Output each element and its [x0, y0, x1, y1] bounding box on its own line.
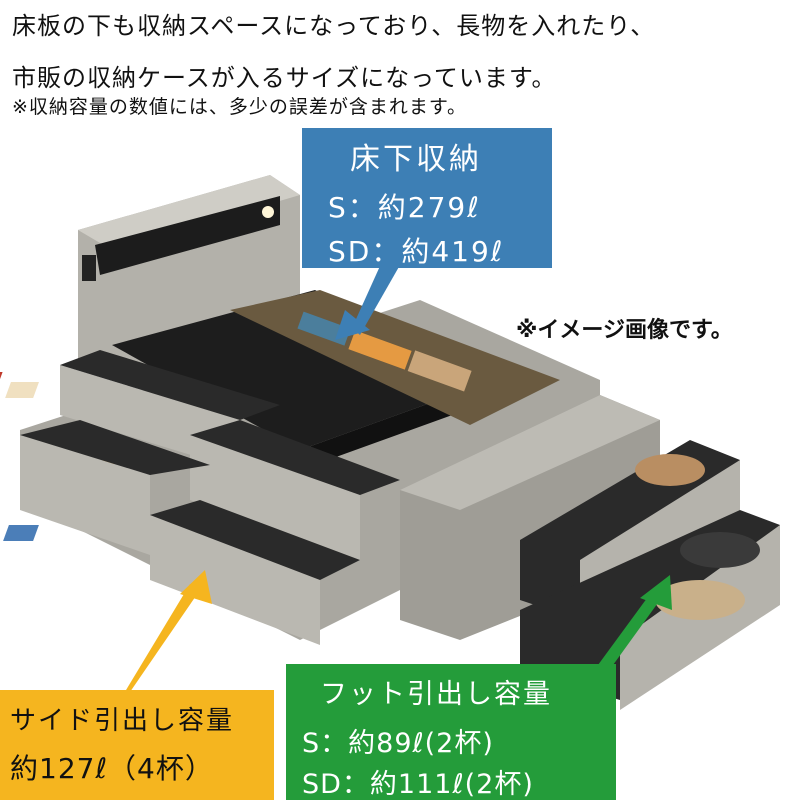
arrow-side-drawer-icon — [120, 584, 200, 700]
under-storage-item — [348, 330, 412, 370]
image-disclaimer: ※イメージ画像です。 — [516, 318, 733, 343]
headboard-outlet — [82, 255, 96, 281]
under-storage-title: 床下収納 — [350, 142, 482, 177]
arrow-under-storage-icon — [352, 255, 400, 335]
under-storage-s-capacity: S：約279ℓ — [328, 191, 481, 224]
foot-drawer-label: フット引出し容量 S：約89ℓ(2杯) SD：約111ℓ(2杯) — [286, 664, 616, 800]
footboard-top — [400, 395, 660, 510]
headboard-light-icon — [262, 206, 274, 218]
arrow-side-drawer-head — [180, 570, 212, 604]
caption-line-2: 市販の収納ケースが入るサイズになっています。 — [12, 64, 557, 92]
side-drawer-label: サイド引出し容量 約127ℓ（4杯） — [0, 690, 274, 800]
caption-line-1: 床板の下も収納スペースになっており、長物を入れたり、 — [12, 12, 656, 40]
side-drawer-4 — [3, 500, 360, 645]
under-storage-sd-capacity: SD：約419ℓ — [328, 235, 505, 268]
headboard-shelf — [95, 196, 280, 275]
capacity-note: ※収納容量の数値には、多少の誤差が含まれます。 — [12, 96, 468, 118]
under-storage-item — [407, 350, 472, 392]
side-drawer-3 — [20, 420, 210, 555]
bed-board — [112, 290, 480, 450]
bed-storage-illustration — [0, 175, 780, 710]
headboard-top — [78, 175, 300, 250]
side-drawer-title: サイド引出し容量 — [10, 706, 235, 736]
foot-drawer-title: フット引出し容量 — [320, 679, 552, 710]
side-drawer-capacity: 約127ℓ（4杯） — [10, 752, 214, 785]
arrow-under-storage-head — [335, 310, 370, 340]
under-storage-label: 床下収納 S：約279ℓ SD：約419ℓ — [302, 128, 552, 268]
foot-drawer-2 — [520, 510, 780, 710]
arrow-foot-drawer-head — [640, 575, 672, 610]
arrow-foot-drawer-icon — [598, 594, 660, 672]
foot-drawer-s-capacity: S：約89ℓ(2杯) — [302, 728, 494, 759]
foot-drawer-sd-capacity: SD：約111ℓ(2杯) — [302, 769, 534, 800]
